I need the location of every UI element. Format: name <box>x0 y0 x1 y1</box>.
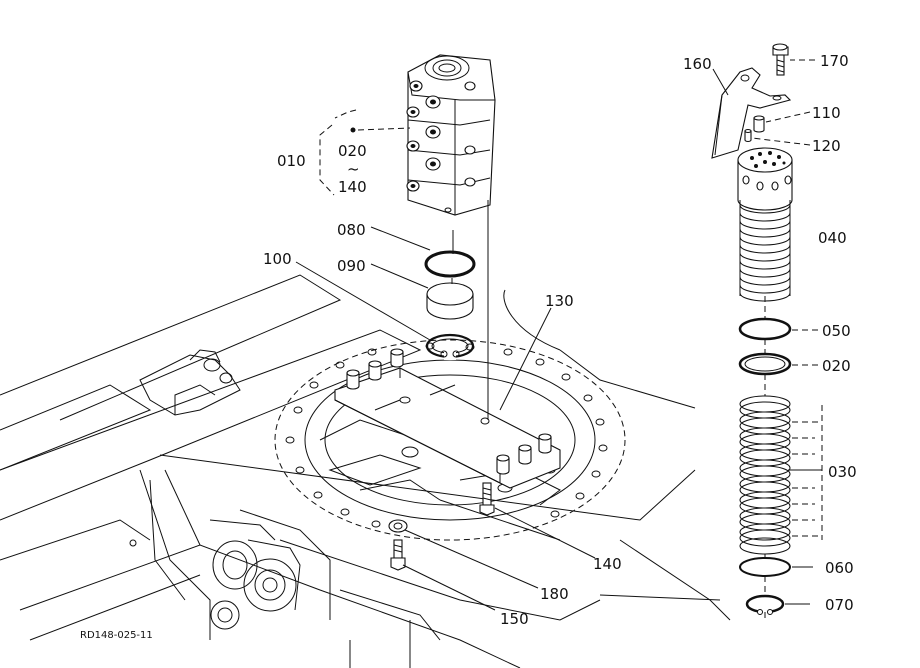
mounting-plate-130 <box>334 348 561 489</box>
label-040: 040 <box>818 229 847 247</box>
plate-bolts <box>346 348 552 475</box>
frame-structure <box>0 274 731 668</box>
label-110: 110 <box>812 104 841 122</box>
o-ring-080 <box>424 250 476 278</box>
leader-lines <box>295 59 823 620</box>
swivel-joint-body-010 <box>406 54 496 216</box>
snap-ring-100 <box>425 333 475 360</box>
bolt-170 <box>772 43 789 76</box>
figure-code: RD148-025-11 <box>80 630 153 641</box>
bolt-150 <box>390 539 406 571</box>
port-holes <box>406 80 476 213</box>
label-120: 120 <box>812 137 841 155</box>
label-020-range-start: 020 <box>338 142 367 160</box>
label-130: 130 <box>545 292 574 310</box>
label-090: 090 <box>337 257 366 275</box>
washer-180 <box>388 519 408 533</box>
label-100: 100 <box>263 250 292 268</box>
label-160: 160 <box>683 55 712 73</box>
label-150: 150 <box>500 610 529 628</box>
cap-090 <box>426 282 474 320</box>
pin-120 <box>744 128 752 143</box>
label-060: 060 <box>825 559 854 577</box>
label-170: 170 <box>820 52 849 70</box>
label-070: 070 <box>825 596 854 614</box>
seal-stack-030 <box>739 395 791 555</box>
bracket-160 <box>711 67 792 159</box>
screw-110 <box>753 115 765 133</box>
label-030: 030 <box>828 463 857 481</box>
label-140-range-end: 140 <box>338 178 367 196</box>
ring-020 <box>738 352 792 376</box>
seal-050 <box>738 317 792 341</box>
bolt-140 <box>479 482 495 516</box>
ring-060 <box>739 557 791 577</box>
rotor-040 <box>737 147 793 302</box>
label-050: 050 <box>822 322 851 340</box>
label-010: 010 <box>277 152 306 170</box>
label-180: 180 <box>540 585 569 603</box>
label-range-tilde: ~ <box>347 160 360 178</box>
label-140: 140 <box>593 555 622 573</box>
label-020: 020 <box>822 357 851 375</box>
label-080: 080 <box>337 221 366 239</box>
part-labels: 010 020 ~ 140 080 090 100 130 140 180 15… <box>80 52 857 641</box>
